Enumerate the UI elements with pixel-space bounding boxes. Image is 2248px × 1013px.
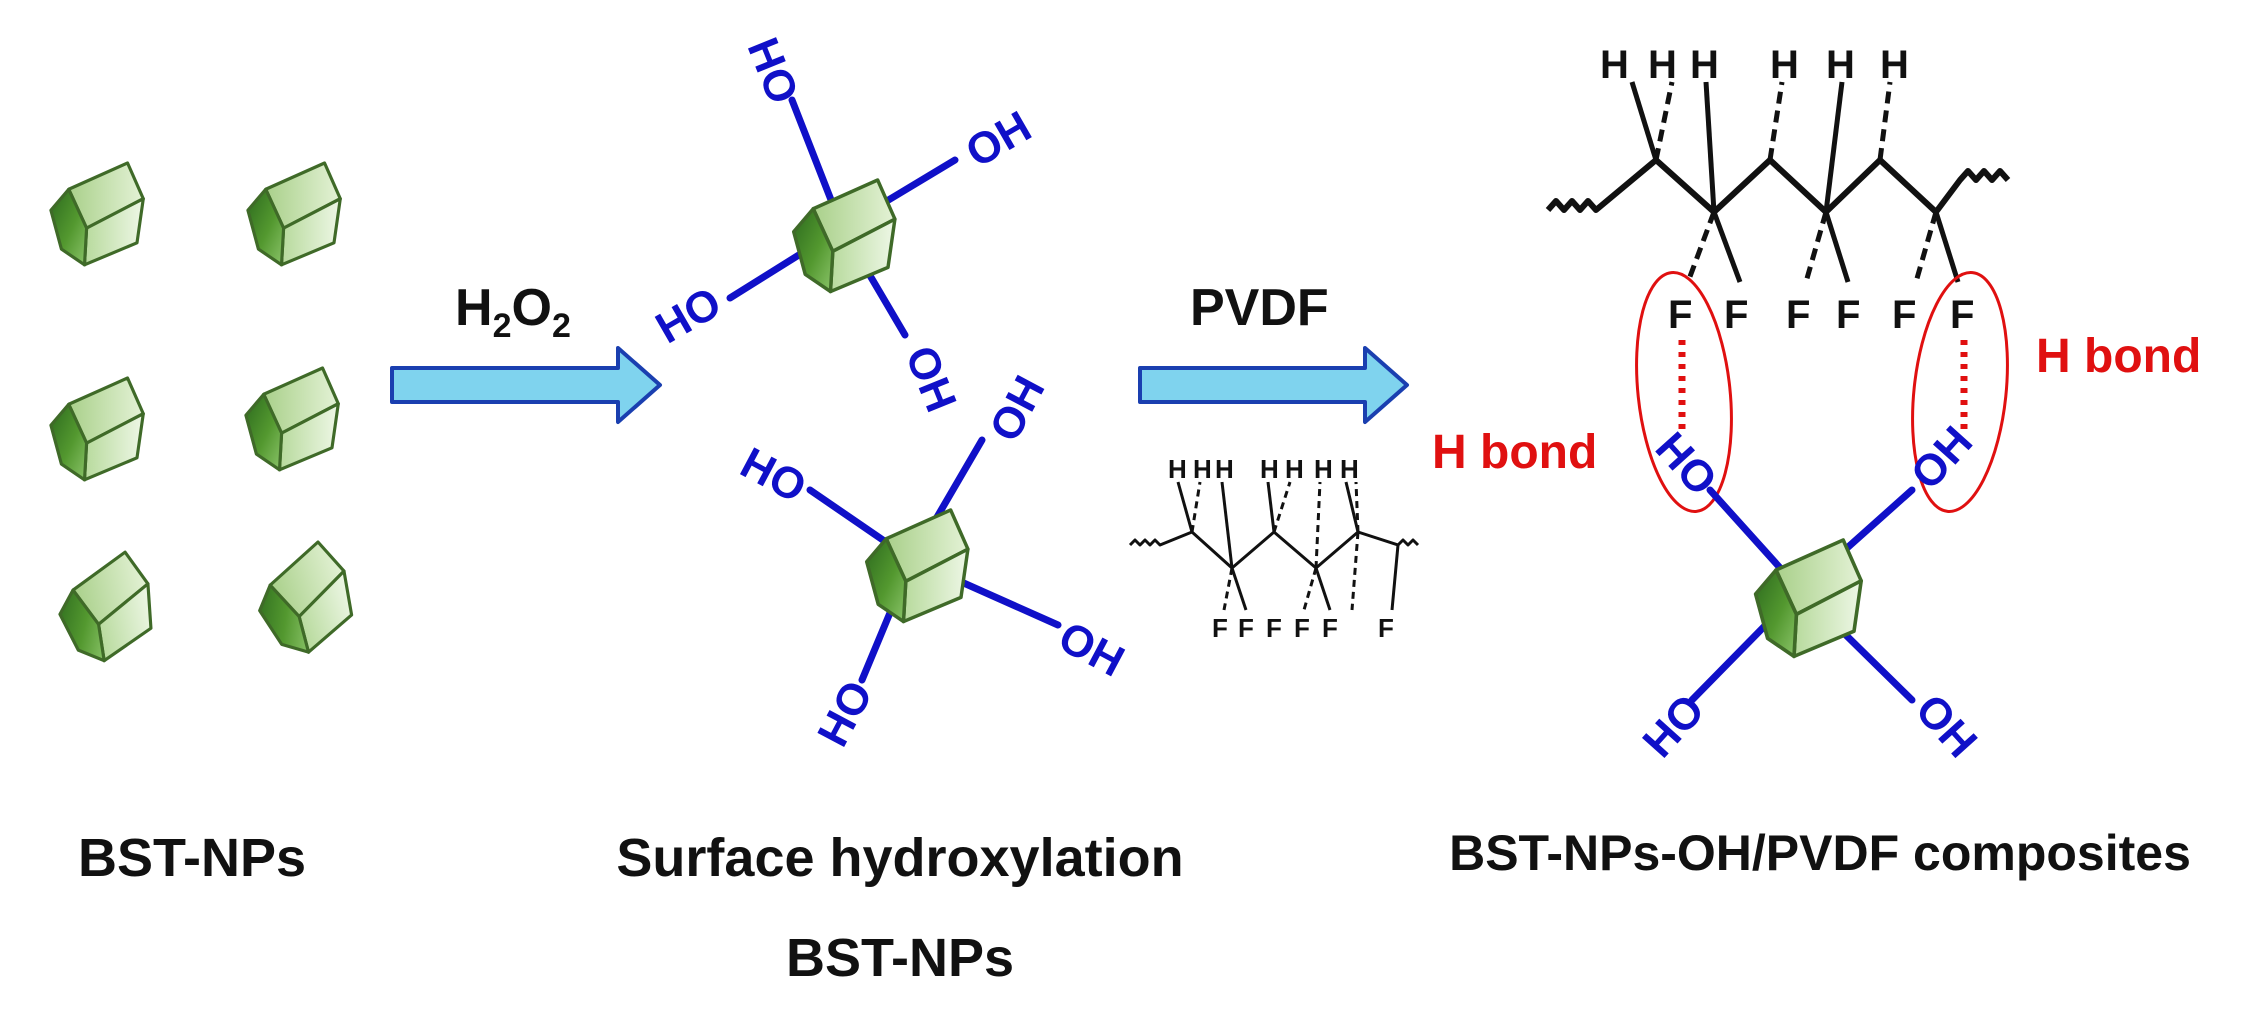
nanoparticle-3 — [49, 376, 145, 482]
f-atom: F — [1294, 613, 1310, 643]
oh-label: OH — [958, 102, 1040, 177]
pvdf-chain-small: H H H H H H H F F F F F F — [1128, 454, 1420, 643]
ho-label: HO — [733, 438, 814, 512]
hbond-ellipse-right — [1911, 271, 2009, 513]
h-atom: H — [1314, 454, 1333, 484]
f-atom: F — [1950, 293, 1974, 337]
ho-label: HO — [1634, 685, 1715, 767]
hbond-label-left: H bond — [1432, 426, 1597, 479]
reaction-arrow-1 — [390, 346, 662, 424]
f-atom: F — [1266, 613, 1282, 643]
reagent-pvdf: PVDF — [1190, 279, 1329, 337]
hbond-label-right: H bond — [2036, 330, 2201, 383]
h-atom: H — [1770, 43, 1799, 87]
reaction-arrow-2 — [1138, 346, 1409, 424]
h-atom: H — [1600, 43, 1629, 87]
ho-label: HO — [738, 31, 808, 111]
h-atom: H — [1648, 43, 1677, 87]
nanoparticle-hydroxylated-2 — [864, 508, 970, 624]
oh-label: OH — [1906, 685, 1987, 767]
ho-label: HO — [648, 278, 730, 353]
f-atom: F — [1322, 613, 1338, 643]
hydroxylated-particle-bottom: OH HO OH HO — [733, 368, 1132, 754]
f-atom: F — [1378, 613, 1394, 643]
h-atom: H — [1340, 454, 1359, 484]
f-atom: F — [1892, 293, 1916, 337]
h-atom: H — [1880, 43, 1909, 87]
caption-surface-hydroxylation: Surface hydroxylation — [616, 828, 1183, 888]
caption-composites: BST-NPs-OH/PVDF composites — [1449, 825, 2191, 881]
h-atom: H — [1690, 43, 1719, 87]
h-atom: H — [1285, 454, 1304, 484]
hydroxylated-particle-top: HO OH HO OH — [648, 31, 1040, 419]
hbond-ellipse-left — [1635, 271, 1733, 513]
h-atom: H — [1260, 454, 1279, 484]
h-atom: H — [1215, 454, 1234, 484]
nanoparticle-5 — [48, 547, 164, 670]
caption-bst-nps: BST-NPs — [78, 828, 306, 888]
nanoparticle-2 — [246, 161, 342, 267]
nanoparticle-hydroxylated-1 — [791, 178, 897, 294]
f-atom: F — [1836, 293, 1860, 337]
f-atom: F — [1212, 613, 1228, 643]
h-atom: H — [1826, 43, 1855, 87]
bare-nanoparticles — [48, 161, 367, 670]
f-atom: F — [1724, 293, 1748, 337]
caption-bst-nps-2: BST-NPs — [786, 928, 1014, 988]
nanoparticle-4 — [244, 366, 340, 472]
oh-label: OH — [1051, 612, 1132, 686]
ho-label: HO — [808, 673, 882, 754]
h-atom: H — [1168, 454, 1187, 484]
h-atom: H — [1193, 454, 1212, 484]
f-atom: F — [1786, 293, 1810, 337]
pvdf-chain-large: H H H H H H F F F F F F — [1545, 43, 2011, 337]
oh-label: OH — [896, 339, 966, 419]
nanoparticle-1 — [49, 161, 145, 267]
oh-label: OH — [980, 368, 1054, 449]
nanoparticle-6 — [243, 535, 367, 665]
composite-particle: HO OH HO OH — [1634, 417, 1987, 767]
reagent-h2o2: H2O2 — [455, 279, 571, 345]
f-atom: F — [1238, 613, 1254, 643]
f-atom: F — [1668, 293, 1692, 337]
hydrogen-bonds — [1635, 271, 2009, 513]
